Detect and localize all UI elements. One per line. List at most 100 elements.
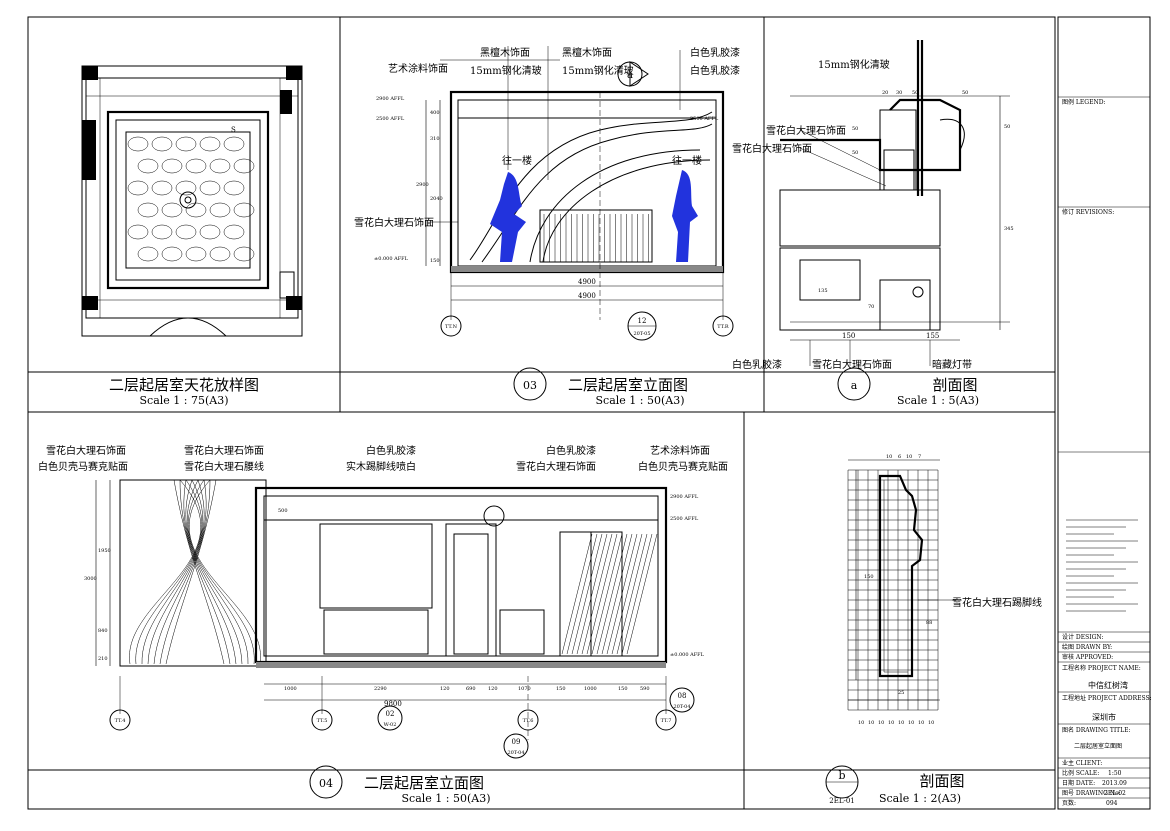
el04-label: 雪花白大理石饰面: [46, 444, 126, 457]
stone-pattern: [127, 136, 255, 262]
el04-dim: 120: [440, 686, 450, 692]
el03-label: 黑檀木饰面: [480, 46, 530, 59]
tb-label-scale: 比例 SCALE:: [1062, 769, 1099, 777]
ref-mark-bottom: 20T-04: [507, 750, 524, 756]
el03-dim: 2900: [416, 182, 429, 188]
el03-label: 白色乳胶漆: [690, 64, 740, 77]
axis-label: TT.R: [717, 324, 729, 330]
el04-dim: 590: [640, 686, 650, 692]
title-block-frame: [1057, 16, 1151, 810]
sec-a-dim: 50: [852, 150, 858, 156]
tb-label-client: 业主 CLIENT:: [1062, 759, 1102, 767]
tb-label-pages: 页数:: [1062, 799, 1076, 807]
tb-label-design: 设计 DESIGN:: [1062, 633, 1103, 641]
sec-a-dim: 50: [852, 126, 858, 132]
sec-a-dim: 345: [1004, 226, 1014, 232]
section-b-mark-ref: 2EL-01: [829, 797, 854, 805]
ref-mark-top: 08: [678, 692, 687, 700]
sec-b-dim: 10: [886, 454, 892, 460]
sec-b-dim: 6: [898, 454, 901, 460]
elevation-03-title: 二层起居室立面图: [568, 376, 688, 394]
section-a-scale: Scale 1 : 5(A3): [897, 394, 979, 407]
sec-b-dim: 88: [926, 620, 932, 626]
axis-label: TT.4: [115, 718, 126, 724]
sec-a-dim: 155: [926, 332, 939, 340]
sec-b-dim: 150: [864, 574, 874, 580]
stair-label: 往一楼: [672, 154, 702, 167]
tb-label-approved: 审核 APPROVED:: [1062, 653, 1113, 661]
el04-total: 9800: [384, 700, 402, 708]
sec-a-label: 雪花白大理石饰面: [812, 358, 892, 371]
el04-label: 雪花白大理石饰面: [516, 460, 596, 473]
tb-label-project: 工程名称 PROJECT NAME:: [1062, 664, 1141, 672]
el03-level: 2500 AFFL: [376, 116, 405, 122]
section-a-mark: a: [851, 379, 858, 392]
tb-value-date: 2013.09: [1102, 780, 1127, 787]
ceiling-plan-title: 二层起居室天花放样图: [109, 376, 259, 394]
sec-b-dim: 25: [898, 690, 904, 696]
el04-dim: 150: [618, 686, 628, 692]
section-b-scale: Scale 1 : 2(A3): [879, 792, 961, 805]
sec-b-dim: 10: [868, 720, 874, 726]
el03-dim: 400: [430, 110, 440, 116]
ref-mark-bottom: 20T-05: [633, 331, 650, 337]
ref-mark-top: 09: [512, 738, 521, 746]
ref-mark-top: 12: [638, 317, 647, 325]
el04-label: 雪花白大理石饰面: [184, 444, 264, 457]
el03-level: 2900 AFFL: [376, 96, 405, 102]
sec-b-dim: 7: [918, 454, 921, 460]
ref-mark-bottom: W-02: [384, 722, 397, 728]
el04-dim: 1070: [518, 686, 531, 692]
sec-b-dim: 10: [898, 720, 904, 726]
elevation-04-scale: Scale 1 : 50(A3): [402, 792, 491, 805]
section-a-title: 剖面图: [932, 376, 977, 394]
sec-b-dim: 10: [858, 720, 864, 726]
sheet-frame: [27, 16, 1056, 810]
tb-label-date: 日期 DATE:: [1062, 779, 1095, 787]
ceiling-plan-scale: Scale 1 : 75(A3): [140, 394, 229, 407]
elevation-04-number: 04: [319, 777, 333, 790]
sec-a-dim: 135: [818, 288, 828, 294]
el04-level: 2900 AFFL: [670, 494, 699, 500]
el04-label: 白色乳胶漆: [366, 444, 416, 457]
el04-label: 白色贝壳马赛克贴面: [638, 460, 728, 473]
ceiling-plan-drawing: S: [81, 65, 303, 337]
el03-label: 15mm钢化清玻: [562, 64, 634, 77]
ref-mark-bottom: 20T-04: [673, 704, 690, 710]
sec-a-dim: 70: [868, 304, 874, 310]
elevation-04-drawing: [95, 479, 695, 759]
sec-b-dim: 10: [906, 454, 912, 460]
tb-value-address: 深圳市: [1092, 712, 1116, 722]
sec-b-dim: 10: [878, 720, 884, 726]
sec-a-label: 白色乳胶漆: [732, 358, 782, 371]
tb-label-revisions: 修订 REVISIONS:: [1062, 208, 1114, 216]
sec-b-dim: 10: [928, 720, 934, 726]
section-a-labels: 15mm钢化清玻 雪花白大理石饰面 雪花白大理石饰面 白色乳胶漆 雪花白大理石饰…: [732, 58, 1014, 371]
sec-a-dim: 30: [896, 90, 902, 96]
stair-label: 往一楼: [502, 154, 532, 167]
el04-dim: 120: [488, 686, 498, 692]
tb-value-title: 二层起居室立面图: [1074, 742, 1122, 750]
elevation-03-number-circle: [513, 367, 547, 401]
axis-label: TT.6: [523, 718, 534, 724]
sec-a-dim: 20: [882, 90, 888, 96]
el03-label: 雪花白大理石饰面: [354, 216, 434, 229]
el04-dim: 3000: [84, 576, 97, 582]
el04-dim: 690: [466, 686, 476, 692]
el03-level: ±0.000 AFFL: [374, 256, 409, 262]
sec-a-dim: 50: [912, 90, 918, 96]
axis-label: TT.5: [317, 718, 328, 724]
el03-dim: 2040: [430, 196, 443, 202]
tb-value-scale: 1:50: [1108, 770, 1122, 777]
title-block-fields: 图例 LEGEND: 修订 REVISIONS: 设计 DESIGN: 绘图 D…: [1062, 98, 1152, 807]
el04-label: 艺术涂料饰面: [650, 444, 710, 457]
tb-value-pages: 094: [1106, 800, 1118, 807]
el03-label: 黑檀木饰面: [562, 46, 612, 59]
tb-label-legend: 图例 LEGEND:: [1062, 98, 1106, 106]
sec-a-dim: 50: [962, 90, 968, 96]
el04-label: 实木踢脚线喷白: [346, 460, 416, 473]
axis-label: TT.N: [445, 324, 458, 330]
el03-dim: 310: [430, 136, 440, 142]
sec-a-label: 暗藏灯带: [932, 358, 972, 371]
